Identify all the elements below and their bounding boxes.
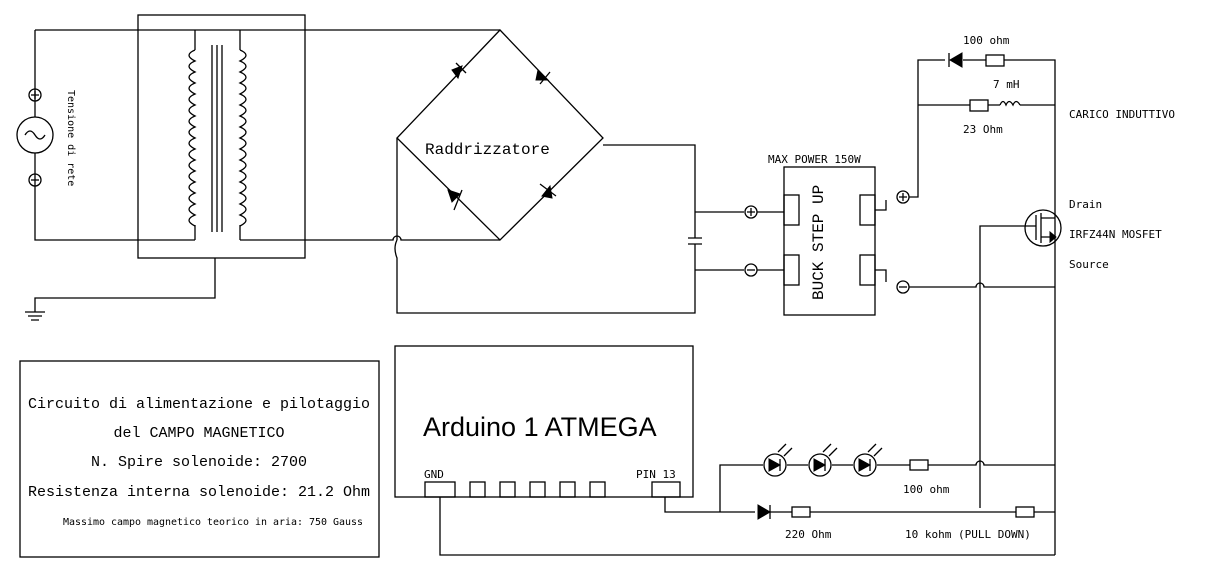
converter-power: MAX POWER 150W bbox=[768, 153, 861, 166]
rectifier-label: Raddrizzatore bbox=[425, 141, 550, 159]
info-line-2: del CAMPO MAGNETICO bbox=[113, 425, 284, 442]
info-box: Circuito di alimentazione e pilotaggio d… bbox=[19, 360, 380, 558]
flyback-resistor-label: 100 ohm bbox=[963, 34, 1010, 47]
led-1 bbox=[763, 443, 793, 477]
load-title: CARICO INDUTTIVO bbox=[1069, 108, 1175, 121]
led-resistor-label: 100 ohm bbox=[903, 483, 950, 496]
info-line-1: Circuito di alimentazione e pilotaggio bbox=[28, 396, 370, 413]
pin13-label: PIN 13 bbox=[636, 468, 676, 481]
buck-converter: MAX POWER 150W BUCK STEP UP bbox=[757, 153, 910, 316]
arduino-label: Arduino 1 ATMEGA bbox=[423, 412, 657, 442]
transformer bbox=[25, 14, 500, 321]
source-label: Tensione di rete bbox=[65, 90, 76, 186]
arduino-board: Arduino 1 ATMEGA GND PIN 13 bbox=[394, 345, 694, 498]
info-line-4: Resistenza interna solenoide: 21.2 Ohm bbox=[28, 484, 370, 501]
load-resistance-label: 23 Ohm bbox=[963, 123, 1003, 136]
converter-label: BUCK STEP UP bbox=[810, 185, 828, 300]
rectifier-bridge: Raddrizzatore bbox=[394, 29, 758, 314]
info-line-3: N. Spire solenoide: 2700 bbox=[91, 454, 307, 471]
gate-drive: 100 ohm 220 Ohm 10 kohm (PULL DOWN) bbox=[439, 443, 1055, 556]
led-2 bbox=[808, 443, 838, 477]
drain-label: Drain bbox=[1069, 198, 1102, 211]
gnd-pin-label: GND bbox=[424, 468, 444, 481]
inductive-load: 100 ohm 7 mH 23 Ohm CARICO INDUTTIVO bbox=[909, 34, 1175, 555]
info-line-5: Massimo campo magnetico teorico in aria:… bbox=[63, 517, 363, 528]
gate-resistor-label: 220 Ohm bbox=[785, 528, 832, 541]
mosfet-name: IRFZ44N MOSFET bbox=[1069, 228, 1162, 241]
led-3 bbox=[853, 443, 883, 477]
ac-source: Tensione di rete bbox=[16, 30, 195, 241]
pulldown-resistor-label: 10 kohm (PULL DOWN) bbox=[905, 528, 1031, 541]
inductance-label: 7 mH bbox=[993, 78, 1020, 91]
mosfet: Drain IRFZ44N MOSFET Source bbox=[909, 198, 1162, 508]
source-pin-label: Source bbox=[1069, 258, 1109, 271]
